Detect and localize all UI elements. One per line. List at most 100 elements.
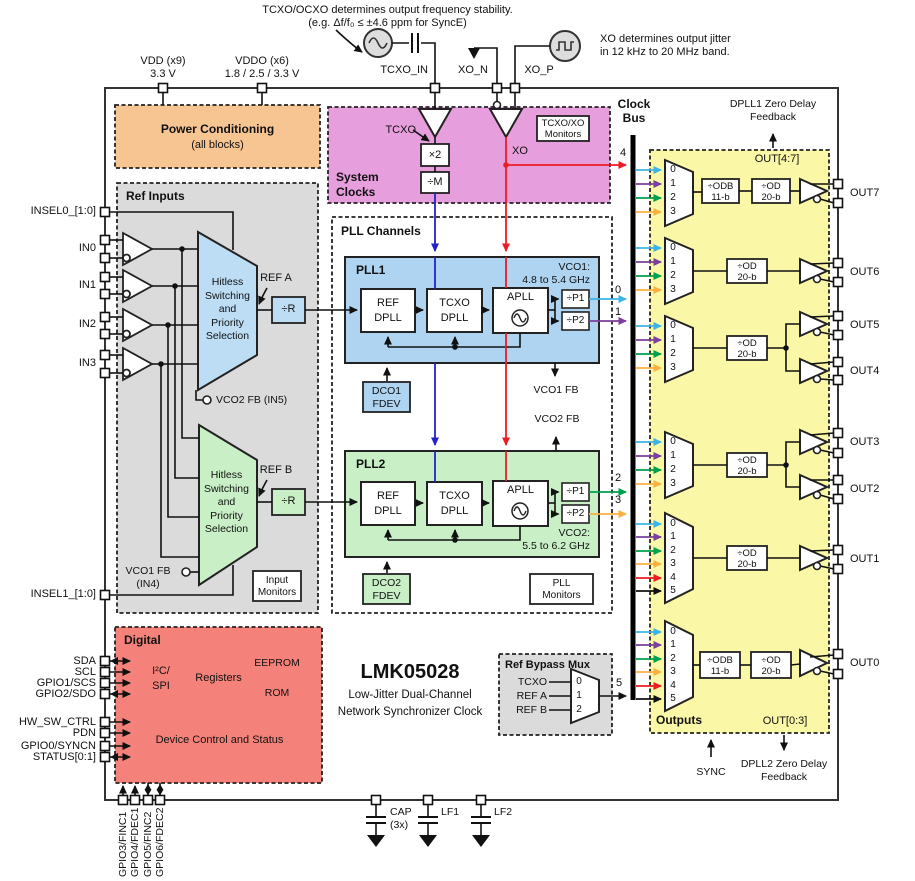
pll2-vco-range: VCO2: 5.5 to 6.2 GHz — [522, 527, 590, 552]
ref-b-label: REF B — [259, 464, 293, 476]
tcxo-in-pin-label: TCXO_IN — [380, 64, 428, 76]
xo-n-pin-label: XO_N — [458, 64, 488, 76]
pins — [99, 82, 844, 806]
pll1-p1-label: ÷P1 — [566, 293, 585, 304]
out6-mux-numbers: 0 1 2 3 — [670, 242, 676, 295]
out1-mux-numbers: 0 1 2 3 4 5 — [670, 518, 676, 597]
tcxo-signal-label: TCXO — [385, 124, 416, 136]
ref-a-label: REF A — [260, 272, 292, 284]
pll2-ref-dpll-label: REF DPLL — [374, 490, 402, 517]
vco1-fb-in4-label: VCO1 FB (IN4) — [125, 565, 171, 590]
pll-monitors-label: PLL Monitors — [542, 578, 581, 601]
out7-od-label: ÷OD 20-b — [761, 181, 781, 203]
pll-monitors-box — [529, 573, 594, 605]
device-control-label: Device Control and Status — [155, 734, 284, 746]
pll2-p2-label: ÷P2 — [566, 508, 585, 519]
hitless-mux-a — [197, 230, 258, 392]
dpll2-feedback-note: DPLL2 Zero Delay Feedback — [740, 758, 828, 783]
ref-bypass-inputs: TCXO REF A REF B — [516, 676, 547, 716]
scl-pin-label: SCL — [74, 666, 96, 678]
out6-pin-label: OUT6 — [850, 266, 880, 278]
power-conditioning-title: Power Conditioning — [160, 122, 275, 136]
vco2-fb-in5-node — [202, 395, 212, 405]
dco2-fdev-box — [362, 573, 411, 605]
out0-odb-label: ÷ODB 11-b — [707, 655, 733, 677]
out54-mux — [664, 314, 694, 384]
out47-group-label: OUT[4:7] — [754, 153, 800, 165]
in1-pin-label: IN1 — [78, 279, 96, 291]
div-r-b-label: ÷R — [281, 495, 296, 507]
out7-pin-label: OUT7 — [850, 187, 880, 199]
vco1-fb-in4-node — [181, 567, 191, 577]
vdd-pin-label: VDD (x9) 3.3 V — [140, 55, 186, 80]
pll1-tcxo-dpll-box — [426, 288, 483, 333]
ref-bypass-sel-numbers: 0 1 2 — [576, 676, 582, 715]
dco1-fdev-label: DCO1 FDEV — [371, 385, 402, 410]
out32-mux — [664, 430, 694, 500]
xo-note: XO determines output jitter in 12 kHz to… — [600, 33, 731, 58]
out1-pin-label: OUT1 — [850, 553, 880, 565]
eeprom-label: EEPROM — [254, 657, 300, 669]
in3-pin-label: IN3 — [78, 357, 96, 369]
out7-odb-box — [701, 178, 740, 204]
pll-channels-title: PLL Channels — [341, 224, 421, 238]
out7-mux-numbers: 0 1 2 3 — [670, 164, 676, 217]
part-number: LMK05028 — [360, 661, 460, 683]
bus-num-3: 3 — [614, 494, 622, 506]
dco1-fdev-box — [362, 381, 411, 413]
pll1-p2-label: ÷P2 — [566, 315, 585, 326]
out1-mux — [664, 511, 694, 605]
in2-pin-label: IN2 — [78, 318, 96, 330]
gpio3-finc1-pin-label: GPIO3/FINC1 — [117, 811, 129, 877]
out0-mux — [664, 619, 694, 713]
ground-icon — [472, 835, 490, 847]
out6-mux — [664, 236, 694, 306]
pll-channels-box — [331, 216, 613, 614]
x2-label: ×2 — [428, 149, 442, 161]
out4-pin-label: OUT4 — [850, 365, 880, 377]
power-conditioning-box — [114, 104, 321, 169]
gpio6-fdec2-pin-label: GPIO6/FDEC2 — [154, 807, 166, 877]
gpio5-finc2-pin-label: GPIO5/FINC2 — [142, 811, 154, 877]
gpio2-sdo-pin-label: GPIO2/SDO — [35, 688, 96, 700]
out2-pin-label: OUT2 — [850, 483, 880, 495]
out54-od-label: ÷OD 20-b — [737, 338, 757, 360]
system-clocks-title: System Clocks — [336, 170, 379, 199]
out0-od-label: ÷OD 20-b — [761, 655, 781, 677]
ref-bypass-title: Ref Bypass Mux — [505, 659, 590, 671]
bus-num-2: 2 — [614, 472, 622, 484]
tcxo-xo-monitors-label: TCXO/XO Monitors — [541, 118, 585, 140]
dpll1-feedback-note: DPLL1 Zero Delay Feedback — [729, 98, 817, 123]
pll2-tcxo-dpll-label: TCXO DPLL — [439, 490, 470, 517]
xo-signal-label: XO — [512, 145, 528, 157]
out7-odb-label: ÷ODB 11-b — [707, 181, 734, 203]
vco2-fb-in5-label: VCO2 FB (IN5) — [216, 394, 288, 406]
clock-bus-label: Clock Bus — [617, 97, 651, 125]
ground-icon — [419, 835, 437, 847]
i2c-spi-label: I²C/ SPI — [152, 665, 170, 692]
out1-od-box — [726, 545, 768, 571]
pll2-ref-dpll-box — [360, 481, 416, 526]
out32-mux-numbers: 0 1 2 3 — [670, 436, 676, 489]
input-monitors-box — [252, 570, 302, 602]
pdn-pin-label: PDN — [72, 727, 96, 739]
out03-group-label: OUT[0:3] — [762, 715, 808, 727]
tcxo-xo-monitors-box — [536, 115, 590, 142]
insel1-pin-label: INSEL1_[1:0] — [30, 588, 96, 600]
pll2-title: PLL2 — [356, 457, 386, 471]
xo-p-pin-label: XO_P — [524, 64, 554, 76]
bus-num-4: 4 — [619, 147, 627, 159]
bus-num-1: 1 — [614, 306, 622, 318]
part-description: Low-Jitter Dual-Channel Network Synchron… — [337, 689, 483, 718]
lf2-pin-label: LF2 — [494, 806, 513, 818]
pll1-ref-dpll-box — [360, 288, 416, 333]
out7-mux — [664, 158, 694, 228]
pll2-p1-label: ÷P1 — [566, 486, 585, 497]
lf1-pin-label: LF1 — [441, 806, 460, 818]
bus-num-5: 5 — [615, 677, 623, 689]
pll1-title: PLL1 — [356, 263, 386, 277]
gpio1-scs-pin-label: GPIO1/SCS — [36, 677, 96, 689]
out3-pin-label: OUT3 — [850, 436, 880, 448]
